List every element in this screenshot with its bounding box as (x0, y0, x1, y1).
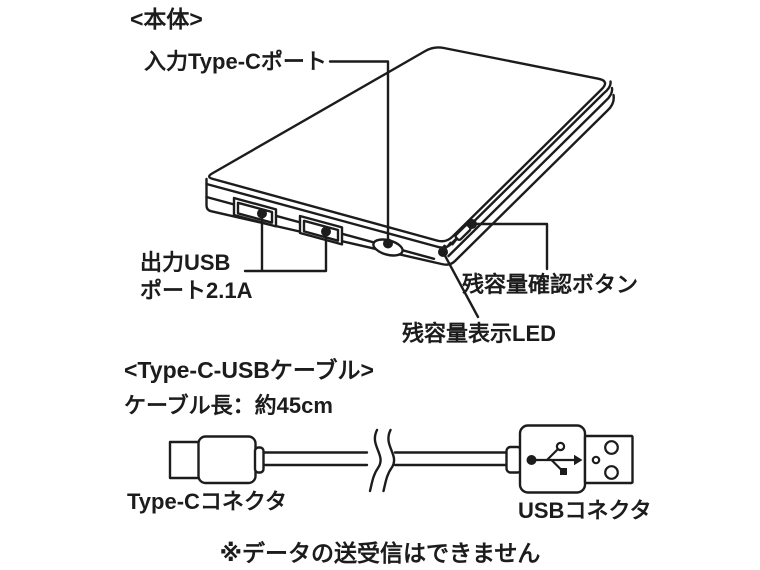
leader-led (441, 250, 480, 319)
leader-dot-usb1 (257, 208, 267, 219)
label-output-usb-line2: ポート2.1A (140, 277, 253, 303)
leader-check-button (470, 222, 549, 271)
power-bank-drawing (205, 46, 615, 266)
leader-input-typec (328, 60, 390, 245)
power-bank-side-outline (205, 93, 615, 266)
leader-output-usb (243, 212, 328, 273)
cable-length-text: ケーブル長：約45cm (124, 393, 333, 418)
cable-section-heading: <Type-C-USBケーブル> (124, 357, 374, 383)
label-input-typec-port: 入力Type-Cポート (144, 49, 327, 74)
leader-dot-button (467, 219, 477, 229)
type-c-connector-drawing (168, 435, 265, 485)
label-typec-connector: Type-Cコネクタ (127, 489, 288, 514)
leader-dot-usb2 (321, 226, 331, 237)
cable-line-left (260, 451, 369, 467)
leader-dot-led (438, 247, 448, 257)
label-usb-connector: USBコネクタ (518, 498, 652, 523)
usb-connector-shell (583, 434, 634, 485)
power-bank-layer-line (447, 86, 614, 258)
data-transfer-note: ※データの送受信はできません (219, 540, 541, 566)
device-section-heading: <本体> (130, 6, 203, 32)
led-marks (439, 238, 458, 252)
power-bank-lip-line (205, 80, 612, 249)
cable-drawing (168, 424, 634, 494)
label-output-usb-port: 出力USB ポート2.1A (140, 249, 252, 305)
cable-break-marks (368, 428, 396, 493)
label-capacity-led: 残容量表示LED (402, 321, 557, 346)
label-output-usb-line1: 出力USB (140, 250, 231, 275)
usb-trident-icon (526, 441, 583, 475)
leader-dot-typec (383, 238, 393, 249)
cable-line-right (393, 451, 512, 467)
usb-connector-drawing (505, 424, 634, 494)
power-bank-top-face (208, 46, 607, 243)
label-capacity-check-button: 残容量確認ボタン (462, 272, 639, 297)
leader-lines (243, 60, 549, 319)
